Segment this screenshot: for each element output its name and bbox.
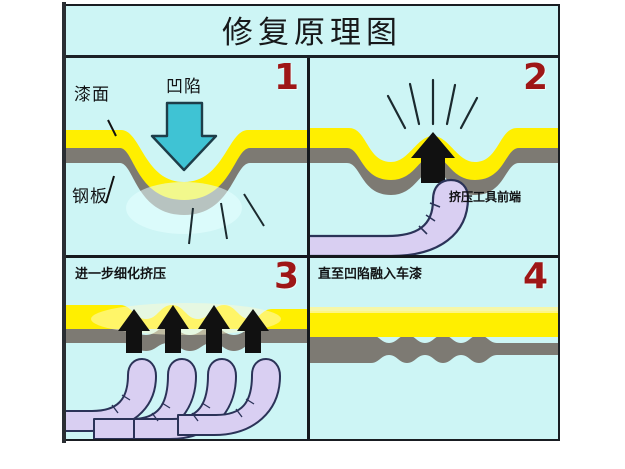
dent-glow	[126, 182, 242, 234]
vertical-divider-top	[307, 58, 310, 257]
panel-grid: 漆面 凹陷 钢板 1	[66, 58, 558, 439]
impact-marks	[188, 193, 265, 245]
steel-layer-shape	[66, 146, 309, 215]
vertical-divider-bottom	[307, 258, 310, 439]
panel-number-4: 4	[522, 257, 548, 297]
dent-label: 凹陷	[166, 77, 202, 97]
panel-1: 漆面 凹陷 钢板 1	[66, 58, 309, 257]
paint-layer-shape	[309, 311, 558, 337]
panel-4-caption: 直至凹陷融入车漆	[318, 267, 423, 282]
paint-surface-label: 漆面	[74, 85, 110, 105]
press-down-arrow-icon	[150, 101, 218, 172]
squeeze-tool-shape	[309, 178, 470, 257]
panel-1-illustration	[66, 101, 309, 245]
panel-4: 直至凹陷融入车漆 4	[309, 257, 558, 439]
title-band: 修复原理图	[66, 6, 558, 58]
panel-number-2: 2	[522, 58, 548, 98]
panel-number-3: 3	[273, 257, 299, 297]
steel-leader-line	[105, 175, 115, 204]
panel-4-illustration	[309, 307, 558, 363]
paint-layer-shape	[66, 130, 309, 200]
panel-3: 进一步细化挤压 3	[66, 257, 309, 439]
paint-highlight	[309, 307, 558, 313]
diagram-frame: 修复原理图	[62, 2, 560, 443]
steel-layer-shape	[309, 335, 558, 363]
tool-tip-label: 挤压工具前端	[449, 190, 522, 204]
steel-plate-label: 钢板	[72, 187, 108, 207]
panel-3-illustration	[66, 303, 309, 439]
paint-leader-line	[107, 119, 117, 137]
tool-grip-marks	[111, 394, 255, 422]
push-up-arrows	[118, 305, 269, 353]
panel-2: 挤压工具前端 2	[309, 58, 558, 257]
tool-grip-marks	[418, 202, 441, 235]
panel-3-caption: 进一步细化挤压	[75, 267, 167, 282]
impact-burst-marks	[386, 78, 479, 130]
panel-number-1: 1	[273, 58, 299, 98]
horizontal-divider	[66, 255, 558, 258]
squeeze-tools	[66, 358, 281, 439]
page-title: 修复原理图	[222, 15, 402, 51]
panel-2-illustration	[309, 78, 558, 257]
push-up-arrow-icon	[411, 132, 455, 183]
